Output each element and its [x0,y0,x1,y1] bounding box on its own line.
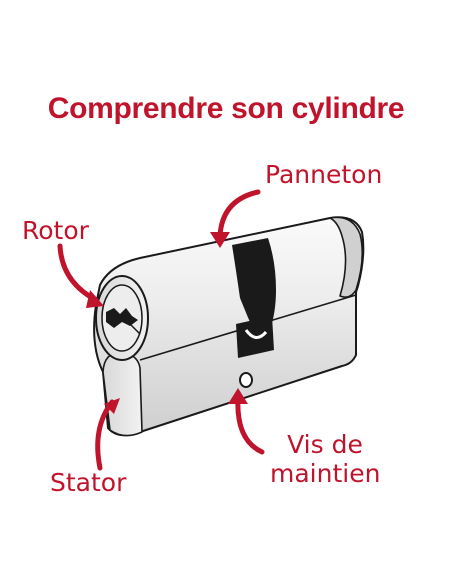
screw-hole [239,372,253,388]
label-vis-line2: maintien [270,459,381,488]
label-rotor: Rotor [22,216,89,245]
arrowhead-rotor [86,290,104,308]
diagram-title: Comprendre son cylindre [47,92,405,125]
label-vis-de-maintien: Vis de maintien [270,430,380,488]
arrowhead-vis [228,388,248,404]
rotor-face [95,275,149,361]
label-stator: Stator [50,468,127,497]
arrowhead-stator [104,398,120,414]
arrow-panneton [217,189,261,239]
label-vis-line1: Vis de [287,430,363,459]
panneton-cam [232,238,276,358]
label-panneton: Panneton [265,160,383,189]
arrowhead-panneton [210,232,230,248]
arrow-vis [235,395,265,455]
cylinder-body [93,216,365,437]
